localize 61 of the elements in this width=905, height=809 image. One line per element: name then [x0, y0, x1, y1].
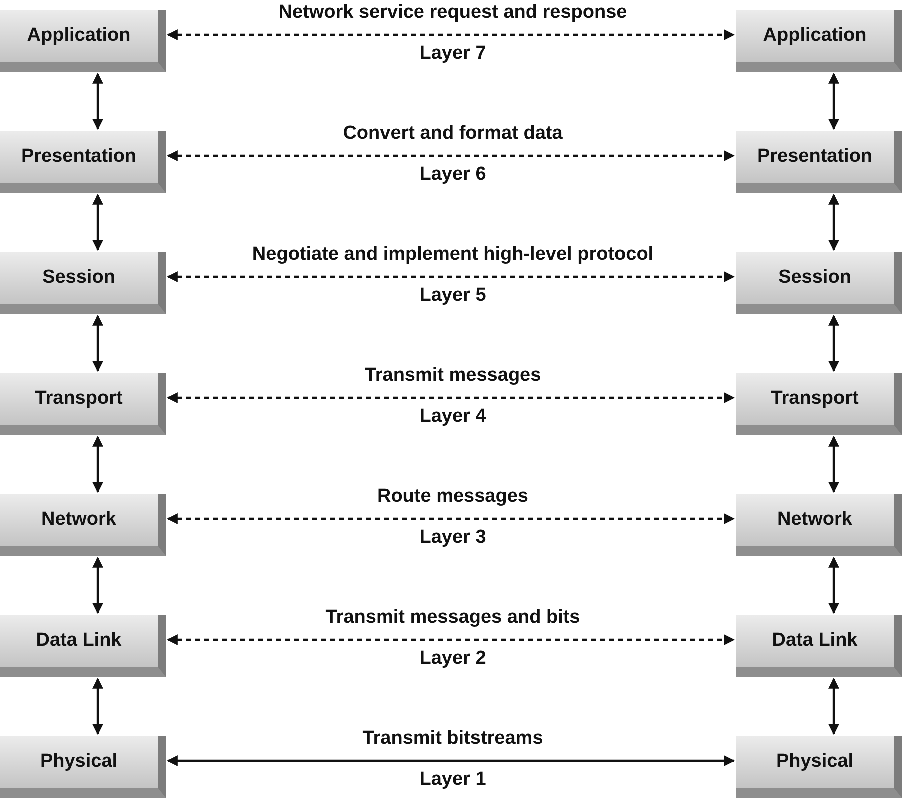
layer-box [0, 10, 166, 72]
layer-box [736, 615, 902, 677]
edge-label: Transmit messages and bits [324, 607, 582, 629]
layer-name: Session [42, 267, 116, 289]
layer-name: Physical [40, 751, 118, 773]
edge-label: Route messages [376, 486, 530, 508]
arrow [92, 436, 104, 494]
arrow [828, 556, 840, 614]
edge-label: Transmit bitstreams [362, 728, 544, 750]
dashed-arrow [166, 272, 736, 282]
layer-box [0, 131, 166, 193]
layer-box [736, 10, 902, 72]
layer-number: Layer 1 [418, 769, 488, 791]
dashed-arrow [166, 150, 736, 162]
layer-name: Application [27, 25, 131, 47]
arrow [828, 678, 840, 736]
dashed-arrow [166, 392, 736, 404]
arrow [166, 756, 736, 766]
layer-number: Layer 4 [418, 406, 488, 428]
arrow [828, 72, 840, 130]
arrow [828, 314, 840, 372]
layer-number: Layer 5 [418, 285, 488, 307]
edge-label: Transmit messages [364, 365, 542, 387]
arrow [92, 556, 104, 614]
arrow [92, 72, 104, 130]
layer-name: Session [778, 267, 852, 289]
arrow [92, 678, 104, 736]
layer-box [0, 615, 166, 677]
arrow [828, 436, 840, 494]
layer-number: Layer 7 [418, 43, 488, 65]
layer-box [736, 373, 902, 435]
dashed-arrow [166, 514, 736, 524]
edge-label: Negotiate and implement high-level protocol [251, 244, 655, 266]
layer-name: Application [763, 25, 867, 47]
layer-number: Layer 2 [418, 648, 488, 670]
edge-label: Network service request and response [278, 2, 628, 24]
layer-name: Physical [776, 751, 854, 773]
layer-name: Data Link [772, 630, 858, 652]
dashed-arrow [166, 634, 736, 646]
layer-number: Layer 3 [418, 527, 488, 549]
layer-number: Layer 6 [418, 164, 488, 186]
layer-name: Presentation [21, 146, 137, 168]
arrow [828, 194, 840, 252]
layer-name: Data Link [36, 630, 122, 652]
edge-label: Convert and format data [342, 123, 564, 145]
layer-box [736, 252, 902, 314]
layer-box [0, 252, 166, 314]
arrow [92, 194, 104, 252]
layer-box [736, 736, 902, 798]
layer-name: Network [42, 509, 116, 531]
layer-box [0, 736, 166, 798]
layer-name: Transport [35, 388, 123, 410]
layer-box [0, 494, 166, 556]
layer-name: Network [778, 509, 852, 531]
arrow [92, 314, 104, 372]
layer-name: Presentation [757, 146, 873, 168]
layer-name: Transport [771, 388, 859, 410]
dashed-arrow [166, 30, 736, 40]
layer-box [736, 131, 902, 193]
layer-box [0, 373, 166, 435]
layer-box [736, 494, 902, 556]
